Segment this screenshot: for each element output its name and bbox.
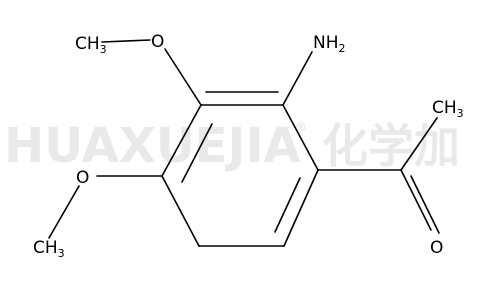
ring-bond-c4-c5 — [161, 175, 200, 247]
bond-carbonyl-oxygen-b — [410, 175, 440, 234]
acetyl-methyl-label: CH3 — [432, 98, 464, 120]
watermark-latin-text: HUAXUEJIA — [4, 118, 300, 174]
carbonyl-oxygen-label: O — [430, 238, 443, 258]
watermark: HUAXUEJIA ® 化学加 — [4, 118, 460, 174]
bond-oxygen-methyl-top — [101, 39, 151, 43]
atom-labels: CH3 O NH2 CH3 O CH3 O — [33, 32, 464, 260]
oxygen-top-label: O — [151, 32, 164, 52]
bonds — [48, 39, 440, 247]
ring-bond-c2-c3-inner — [274, 177, 301, 233]
oxygen-left-label: O — [76, 168, 89, 188]
ring-bond-c1-c2 — [282, 104, 319, 171]
methyl-bottom-label: CH3 — [33, 238, 65, 260]
bond-amino — [282, 51, 313, 106]
methyl-top-label: CH3 — [75, 34, 107, 56]
amino-label: NH2 — [313, 33, 346, 55]
watermark-chinese-text: 化学加 — [322, 119, 460, 173]
ring-bond-c5-c6 — [161, 104, 202, 177]
bond-carbonyl-methyl — [400, 117, 438, 171]
ring-bond-c2-c3 — [283, 169, 319, 247]
bond-oxygen-methyl-left — [48, 185, 80, 239]
ring-bond-c5-c6-inner — [181, 123, 213, 183]
bond-carbonyl-oxygen-a — [400, 169, 432, 231]
bond-ring-oxygen-top — [164, 48, 202, 106]
